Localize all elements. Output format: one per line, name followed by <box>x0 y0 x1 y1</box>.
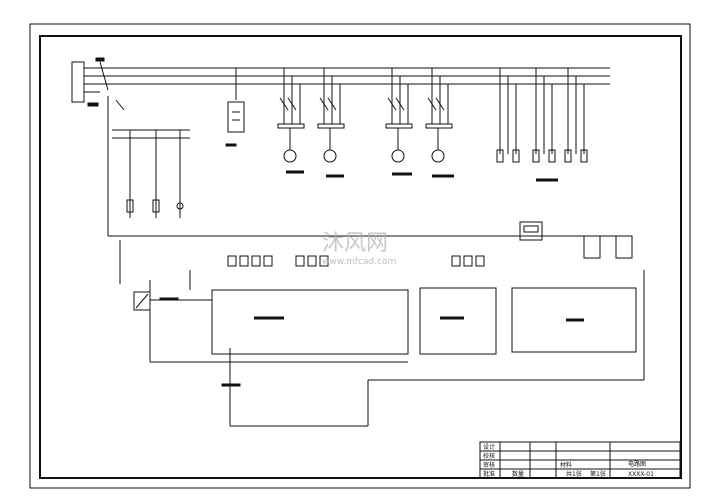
outer-frame <box>29 23 691 489</box>
motor-1-icon <box>283 149 297 163</box>
inner-frame <box>39 35 682 479</box>
title-block-text: 设计 校核 审核 批准 数量 材料 电路图 XXXX-01 共1张 第1张 <box>483 443 654 478</box>
sheet-total-label: 共1张 <box>566 470 582 478</box>
plc-modules <box>149 221 645 427</box>
watermark-brand: 沐风网 <box>322 231 388 256</box>
motor-2-icon <box>323 149 337 163</box>
control-circuit-left <box>108 129 620 311</box>
watermark: 沐风网 www.mfcad.com <box>322 231 396 267</box>
motor-4-icon <box>431 149 445 163</box>
motor-branches <box>225 68 588 182</box>
title-block <box>479 441 681 479</box>
title-block-material-label: 材料 <box>560 461 572 469</box>
drawing-title: 电路图 <box>628 460 646 468</box>
title-block-row-label: 校核 <box>483 452 495 460</box>
sheet-number-label: 第1张 <box>590 470 606 478</box>
title-block-row-label: 批准 <box>483 470 495 478</box>
watermark-url: www.mfcad.com <box>322 257 396 267</box>
plc-expansion-module <box>419 287 497 355</box>
input-terminal-block <box>71 61 85 103</box>
motor-3-icon <box>391 149 405 163</box>
plc-main-module <box>211 289 409 355</box>
title-block-qty-label: 数量 <box>512 470 524 478</box>
plc-analog-module <box>511 287 637 353</box>
title-block-row-label: 设计 <box>483 443 495 451</box>
drawing-code: XXXX-01 <box>628 471 654 478</box>
power-bus <box>71 57 610 236</box>
title-block-row-label: 审核 <box>483 461 495 469</box>
